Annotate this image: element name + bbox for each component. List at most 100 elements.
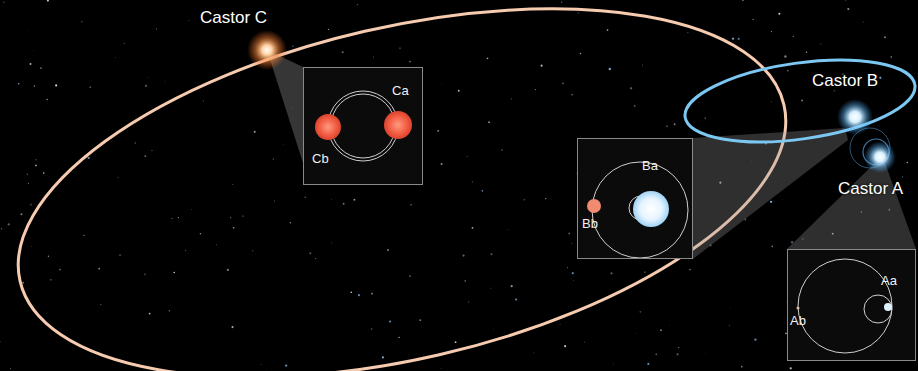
- star-bb: [587, 199, 601, 213]
- background-star: [545, 198, 546, 199]
- background-star: [47, 0, 49, 2]
- background-star: [879, 77, 881, 79]
- background-star: [754, 339, 756, 341]
- background-star: [35, 164, 37, 166]
- background-star: [466, 155, 468, 157]
- background-star: [358, 294, 360, 296]
- background-star: [188, 20, 189, 21]
- background-star: [328, 29, 329, 30]
- background-star: [124, 43, 125, 44]
- background-star: [169, 310, 170, 311]
- background-star: [787, 70, 789, 72]
- background-star: [398, 337, 399, 338]
- background-star: [580, 53, 581, 54]
- background-star: [784, 55, 786, 57]
- background-star: [273, 158, 274, 159]
- background-star: [535, 89, 536, 90]
- background-star: [571, 94, 573, 96]
- background-star: [523, 199, 525, 201]
- background-star: [48, 256, 49, 257]
- background-star: [350, 291, 352, 293]
- background-star: [191, 209, 193, 211]
- background-star: [260, 363, 262, 365]
- background-star: [902, 176, 903, 177]
- background-star: [609, 68, 611, 70]
- inset-panel: BaBb: [577, 138, 693, 259]
- background-star: [419, 319, 421, 321]
- background-star: [230, 217, 231, 218]
- background-star: [863, 21, 864, 22]
- inset-fill: [577, 138, 693, 259]
- background-star: [806, 52, 807, 53]
- background-star: [490, 287, 492, 289]
- component-label: Ab: [790, 314, 806, 328]
- background-star: [149, 313, 151, 315]
- star-cb: [315, 114, 341, 140]
- background-star: [612, 363, 614, 365]
- background-star: [820, 43, 821, 44]
- background-star: [88, 157, 90, 159]
- background-star: [742, 0, 744, 1]
- background-star: [458, 90, 460, 92]
- background-star: [578, 12, 579, 13]
- background-star: [8, 223, 10, 225]
- background-star: [43, 172, 44, 173]
- background-star: [3, 2, 4, 3]
- background-star: [114, 57, 116, 59]
- background-star: [649, 293, 651, 295]
- background-star: [1, 228, 2, 229]
- background-star: [564, 345, 566, 347]
- background-star: [185, 250, 186, 251]
- background-star: [147, 77, 149, 79]
- orbit-b: [680, 47, 918, 155]
- background-star: [290, 222, 292, 224]
- background-star: [117, 177, 119, 179]
- background-star: [282, 144, 284, 146]
- background-star: [568, 233, 570, 235]
- background-star: [741, 366, 743, 368]
- background-star: [231, 326, 233, 328]
- component-label: Cb: [312, 152, 329, 166]
- star-ab: [797, 307, 800, 310]
- background-star: [644, 271, 646, 273]
- component-label: Ca: [392, 84, 409, 98]
- background-star: [315, 258, 316, 259]
- background-star: [738, 38, 740, 40]
- inset-fill: [303, 67, 423, 185]
- background-star: [584, 341, 586, 343]
- background-star: [200, 233, 202, 235]
- background-star: [770, 201, 772, 203]
- background-star: [844, 0, 846, 1]
- background-star: [409, 275, 411, 277]
- inset-panel: CaCb: [303, 67, 423, 185]
- background-star: [541, 65, 543, 67]
- background-star: [46, 99, 48, 101]
- background-star: [266, 368, 268, 370]
- background-star: [515, 298, 517, 300]
- background-star: [440, 368, 442, 370]
- background-star: [562, 83, 564, 85]
- background-star: [25, 311, 27, 313]
- background-star: [33, 50, 35, 52]
- background-star: [488, 121, 490, 123]
- background-star: [689, 269, 691, 271]
- inset-panel: AaAb: [787, 249, 916, 361]
- background-star: [620, 74, 622, 76]
- background-star: [353, 199, 355, 201]
- background-star: [847, 8, 849, 10]
- background-star: [630, 87, 632, 89]
- background-star: [790, 367, 792, 369]
- background-star: [533, 352, 534, 353]
- background-star: [164, 80, 166, 82]
- background-star: [511, 220, 513, 222]
- background-star: [22, 282, 24, 284]
- background-star: [144, 274, 145, 275]
- background-star: [178, 217, 179, 218]
- background-star: [40, 67, 42, 69]
- background-star: [0, 341, 1, 342]
- background-star: [635, 332, 637, 334]
- callout-wedge: [787, 158, 916, 249]
